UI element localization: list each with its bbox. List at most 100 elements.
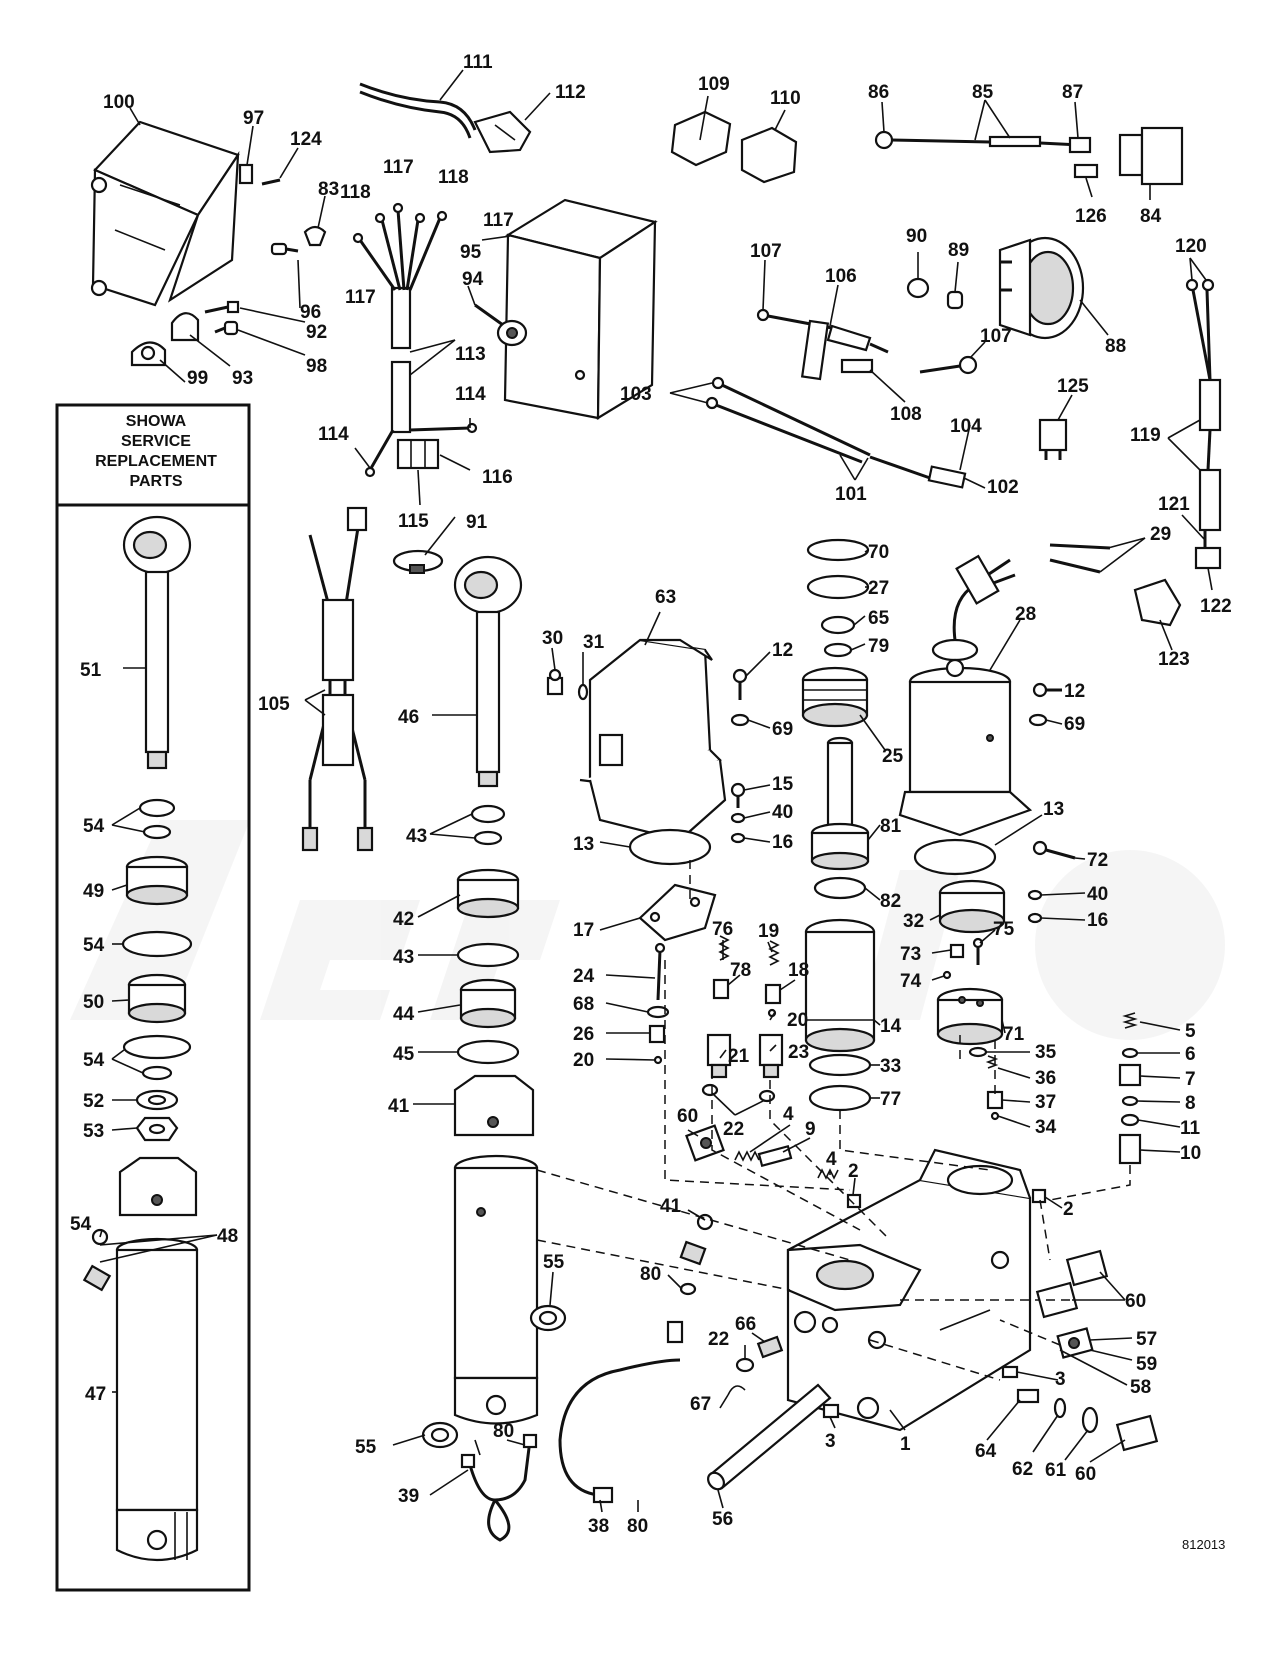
callout-125: 125 <box>1057 376 1089 397</box>
part-56-pin <box>707 1383 832 1491</box>
part-52-washer <box>135 1089 179 1111</box>
part-24-screw <box>654 942 666 1001</box>
callout-68: 68 <box>573 994 594 1015</box>
callout-4a: 4 <box>783 1104 794 1125</box>
callout-71: 71 <box>1003 1024 1025 1045</box>
part-110-relay <box>740 126 798 184</box>
part-22-orings <box>701 1083 776 1103</box>
part-17-plate <box>638 883 717 942</box>
callout-3a: 3 <box>1055 1369 1066 1390</box>
callout-79: 79 <box>868 636 889 657</box>
panel-title-line-2: SERVICE <box>121 433 191 450</box>
callout-115: 115 <box>398 511 429 532</box>
callout-13b: 13 <box>1043 799 1064 820</box>
part-8-oring <box>1121 1095 1139 1107</box>
callout-48: 48 <box>217 1226 238 1247</box>
assembly-dash-lines <box>536 860 1131 1381</box>
callout-51: 51 <box>80 660 102 681</box>
part-42-gland <box>456 868 520 919</box>
callout-12b: 12 <box>1064 681 1085 702</box>
callout-40b: 40 <box>1087 884 1108 905</box>
callout-86: 86 <box>868 82 889 103</box>
callout-93: 93 <box>232 368 253 389</box>
callout-40a: 40 <box>772 802 793 823</box>
callout-102: 102 <box>987 477 1019 498</box>
part-76-spring <box>718 935 730 961</box>
callout-28: 28 <box>1015 604 1036 625</box>
part-84-plug <box>1118 126 1184 186</box>
part-69-washer-a <box>730 713 750 727</box>
callout-97: 97 <box>243 108 264 129</box>
part-37-seat <box>986 1090 1004 1110</box>
part-54-oring-c <box>122 1034 192 1081</box>
part-43-seal <box>470 804 506 846</box>
callout-116: 116 <box>482 467 513 488</box>
part-90-grommet <box>906 277 930 299</box>
callout-66: 66 <box>735 1314 756 1335</box>
callout-112: 112 <box>555 82 586 103</box>
callout-5: 5 <box>1185 1021 1196 1042</box>
callout-41b: 41 <box>660 1196 682 1217</box>
part-47-cylinder <box>115 1156 199 1562</box>
part-78-valve <box>712 978 730 1000</box>
callout-106: 106 <box>825 266 857 287</box>
part-105-harness <box>301 506 374 852</box>
callout-113: 113 <box>455 344 486 365</box>
part-27-oring <box>806 574 870 600</box>
part-93-clamp <box>170 312 200 342</box>
part-60-check-valve-a <box>685 1124 725 1162</box>
callout-52: 52 <box>83 1091 104 1112</box>
callout-1: 1 <box>900 1434 911 1455</box>
part-91-hose-clamp <box>392 549 444 574</box>
callout-61: 61 <box>1045 1460 1067 1481</box>
callout-47: 47 <box>85 1384 106 1405</box>
panel-title-line-4: PARTS <box>129 473 183 490</box>
callout-84: 84 <box>1140 206 1162 227</box>
callout-7: 7 <box>1185 1069 1196 1090</box>
part-20-ball-a <box>653 1055 663 1065</box>
part-89-bulb <box>946 290 964 310</box>
callout-94: 94 <box>462 269 484 290</box>
part-62-oring <box>1053 1397 1067 1419</box>
callout-26: 26 <box>573 1024 594 1045</box>
part-71-pump <box>936 987 1004 1046</box>
part-29-terminals <box>1049 543 1111 574</box>
part-50-piston <box>127 973 187 1024</box>
part-3-plug-a <box>1001 1365 1019 1379</box>
callout-92: 92 <box>306 322 327 343</box>
callout-8: 8 <box>1185 1093 1196 1114</box>
callout-64: 64 <box>975 1441 997 1462</box>
callout-46: 46 <box>398 707 419 728</box>
callout-55b: 55 <box>543 1252 565 1273</box>
part-60-plugs-right <box>1035 1249 1159 1452</box>
callout-leaders <box>99 69 1213 1513</box>
part-40-washer-b <box>1027 889 1043 901</box>
part-113-harness <box>352 202 478 478</box>
part-1-manifold-housing <box>786 1148 1032 1432</box>
part-9-valve <box>757 1144 793 1168</box>
part-19-spring <box>768 940 780 966</box>
callout-69a: 69 <box>772 719 793 740</box>
part-3-plug-b <box>822 1403 840 1419</box>
part-6-oring <box>1121 1047 1139 1059</box>
callout-81: 81 <box>880 816 902 837</box>
part-69-washer-b <box>1028 713 1048 727</box>
callout-20a: 20 <box>573 1050 594 1071</box>
callout-70: 70 <box>868 542 889 563</box>
callout-65: 65 <box>868 608 890 629</box>
watermark-logo <box>70 820 1225 1040</box>
callout-96: 96 <box>300 302 321 323</box>
part-88-trim-gauge <box>998 236 1085 340</box>
part-7-valve <box>1118 1063 1142 1087</box>
callout-114a: 114 <box>318 424 349 445</box>
callout-105: 105 <box>258 694 290 715</box>
panel-title-line-1: SHOWA <box>125 413 187 430</box>
part-106-cable <box>756 308 889 381</box>
part-41-fitting <box>679 1213 714 1266</box>
callout-37: 37 <box>1035 1092 1056 1113</box>
part-107-terminal <box>919 355 978 375</box>
callout-108: 108 <box>890 404 922 425</box>
callout-114b: 114 <box>455 384 486 405</box>
part-99-clip <box>130 341 167 367</box>
